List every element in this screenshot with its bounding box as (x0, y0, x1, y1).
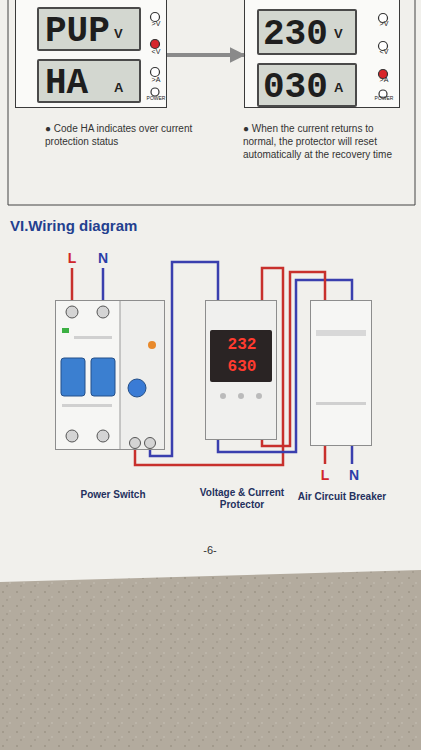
breaker-body (310, 300, 372, 446)
unit-label: V (334, 27, 343, 42)
live-wire (135, 268, 283, 465)
caption-note: ● Code HA indicates over current protect… (45, 122, 220, 148)
protector-body (210, 330, 272, 382)
neutral-terminal-label: N (98, 249, 108, 267)
unit-label: A (114, 81, 123, 96)
breaker-body (310, 300, 372, 446)
protector-body (205, 300, 277, 440)
caption-note: ● When the current returns to normal, th… (243, 122, 408, 161)
indicator-label: POWER (147, 96, 166, 102)
breaker-body (316, 330, 366, 336)
neutral-terminal-label: N (349, 466, 359, 484)
protector-body (256, 393, 262, 399)
lcd-voltage-display: PUP (37, 7, 141, 51)
indicator-label: <V (152, 48, 161, 56)
indicator-label: >A (152, 76, 161, 84)
line-terminal-label: L (68, 249, 77, 267)
terminal-screw (97, 430, 109, 442)
terminal-screw (130, 438, 141, 449)
section-frame (8, 0, 415, 205)
device-caption: Air Circuit Breaker (298, 491, 386, 503)
indicator-label: <V (380, 48, 389, 56)
transition-arrow (167, 53, 244, 57)
indicator-label: >V (152, 20, 161, 28)
protector-body (220, 393, 226, 399)
terminal-screw (66, 430, 78, 442)
indicator-label: >V (380, 20, 389, 28)
indicator-led (151, 88, 159, 96)
indicator-label: POWER (375, 96, 394, 102)
lcd-digits: PUP (45, 11, 110, 52)
lcd-digits: 230 (263, 14, 328, 55)
air-circuit-breaker: Air Circuit Breaker (310, 300, 372, 446)
unit-label: A (334, 81, 343, 96)
device-caption: Power Switch (80, 489, 145, 501)
aux-button (148, 341, 156, 349)
section-title: VI.Wiring diagram (10, 216, 137, 236)
protector-display-unit: V A >V <V >A POWER 230 030 (244, 0, 400, 108)
toggle-lever (61, 358, 85, 396)
supply-wire (71, 268, 74, 300)
voltage-current-protector: Voltage & Current Protector232630 (205, 300, 277, 440)
toggle-lever (91, 358, 115, 396)
terminal-screw (145, 438, 156, 449)
supply-wire (102, 268, 105, 300)
power-switch-body (62, 404, 112, 407)
page-number: -6- (203, 543, 216, 557)
power-switch-body (62, 328, 69, 333)
device-face (15, 0, 400, 108)
power-switch-body (74, 336, 112, 339)
floor (0, 560, 421, 750)
terminal-screw (97, 306, 109, 318)
device-face (244, 0, 400, 108)
live-wire (262, 272, 325, 446)
device-caption: Voltage & Current Protector (192, 487, 292, 510)
power-switch-body (55, 300, 165, 450)
aux-button (128, 341, 156, 397)
neutral-wire (150, 262, 218, 456)
terminal-screw (66, 306, 78, 318)
power-switch: Power Switch (55, 300, 165, 450)
supply-wire (351, 446, 354, 464)
lcd-digits: 030 (263, 67, 328, 108)
supply-wire (324, 446, 327, 464)
protector-body (238, 393, 244, 399)
indicator-led (151, 40, 160, 49)
section-frame (8, 0, 415, 205)
power-switch-body (120, 300, 121, 450)
lcd-current-display: HA (37, 59, 141, 103)
connectors (135, 55, 352, 465)
unit-label: V (114, 27, 123, 42)
power-switch-body (120, 300, 165, 450)
line-terminal-label: L (321, 466, 330, 484)
lcd-digits: HA (45, 63, 88, 104)
display-digits: 630 (228, 358, 257, 376)
protector-body (205, 300, 277, 440)
device-face (15, 0, 167, 108)
display-digits: 232 (228, 336, 257, 354)
breaker-body (316, 402, 366, 405)
neutral-wire (218, 280, 352, 452)
indicator-led (151, 68, 160, 77)
protector-display-unit: V A >V <V >A POWER PUP HA (15, 0, 167, 108)
power-switch-body (55, 300, 120, 450)
aux-button (128, 379, 146, 397)
indicator-label: >A (380, 76, 389, 84)
